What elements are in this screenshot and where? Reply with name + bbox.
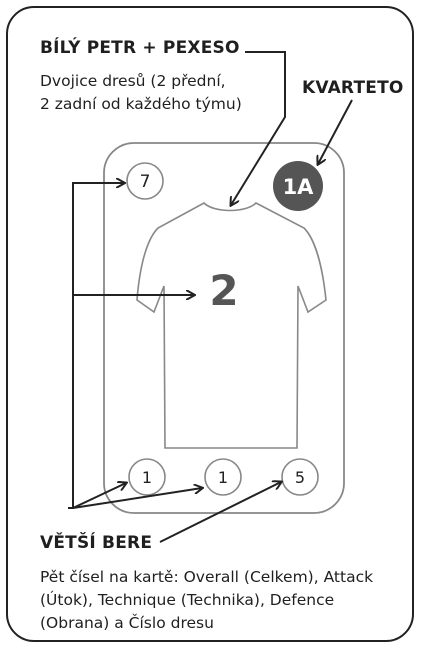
bracket-to-top-number-arrow bbox=[68, 183, 124, 509]
white-peter-title: BÍLÝ PETR + PEXESO bbox=[40, 38, 240, 58]
jersey-icon bbox=[136, 202, 327, 449]
outer-frame bbox=[6, 6, 414, 642]
bottom-desc-line3: (Obrana) a Číslo dresu bbox=[40, 614, 214, 632]
bracket-to-bottom-number-3-arrow bbox=[159, 482, 281, 543]
bottom-number-circle-2 bbox=[204, 458, 242, 496]
top-left-number: 7 bbox=[140, 172, 151, 192]
badge-circle bbox=[273, 161, 323, 211]
top-left-number-circle bbox=[126, 162, 164, 200]
bracket-to-bottom-number-1-arrow bbox=[72, 483, 126, 509]
quartet-title: KVARTETO bbox=[302, 78, 404, 98]
bottom-number-circle-1 bbox=[128, 458, 166, 496]
bracket-to-bottom-number-2-arrow bbox=[72, 488, 202, 509]
bottom-number-3: 5 bbox=[295, 468, 305, 487]
card-outline bbox=[103, 142, 345, 514]
bottom-number-circle-3 bbox=[281, 458, 319, 496]
jersey-number: 2 bbox=[209, 266, 238, 315]
bottom-number-1: 1 bbox=[142, 468, 152, 487]
white-peter-desc-line2: 2 zadní od každého týmu) bbox=[40, 95, 242, 113]
bottom-desc-line1: Pět čísel na kartě: Overall (Celkem), At… bbox=[40, 568, 374, 586]
white-peter-arrow bbox=[231, 51, 286, 205]
bottom-number-2: 1 bbox=[218, 468, 228, 487]
higher-wins-title: VĚTŠÍ BERE bbox=[40, 533, 153, 553]
bottom-desc-line2: (Útok), Technique (Technika), Defence bbox=[40, 591, 335, 609]
white-peter-desc-line1: Dvojice dresů (2 přední, bbox=[40, 72, 226, 90]
quartet-arrow bbox=[318, 99, 353, 164]
badge-label: 1A bbox=[283, 175, 315, 199]
